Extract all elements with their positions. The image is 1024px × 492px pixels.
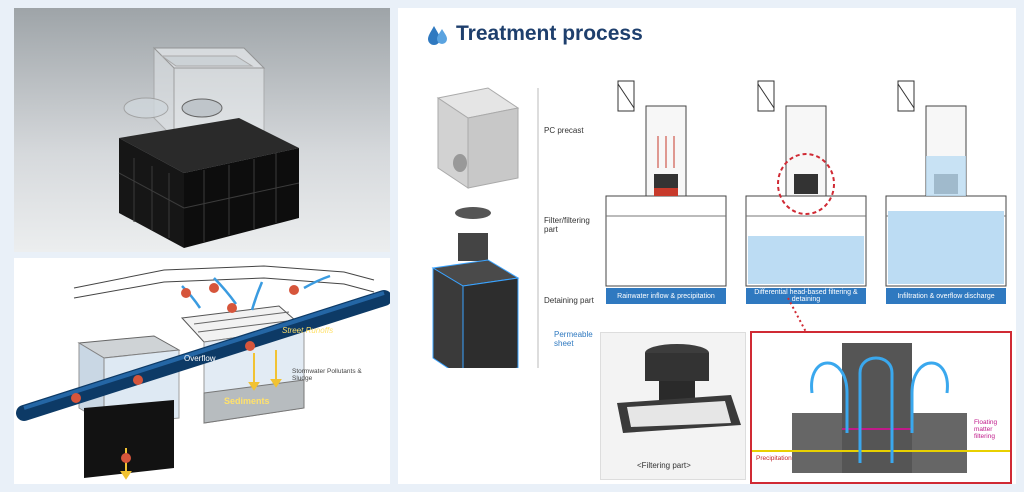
page-title: Treatment process xyxy=(456,22,643,45)
device-render-illustration xyxy=(118,46,300,248)
stage-bar-1: Rainwater inflow & precipitation xyxy=(606,288,726,304)
label-filter-part: Filter/filtering part xyxy=(544,216,590,235)
street-runoff-diagram: Street Runoffs Overflow Sediments Stormw… xyxy=(14,258,390,484)
sediments-label: Sediments xyxy=(224,396,270,406)
treatment-process-panel: Treatment process PC precast Filter/filt… xyxy=(398,8,1016,484)
label-detaining-part: Detaining part xyxy=(544,296,594,305)
overflow-label: Overflow xyxy=(184,354,216,363)
zoom-detail-box: Floating matter filtering Precipitation xyxy=(750,331,1012,484)
stage-label-3: Infiltration & overflow discharge xyxy=(897,292,995,300)
stage-label-2: Differential head-based filtering & deta… xyxy=(754,289,858,303)
filtering-part-photo: <Filtering part> xyxy=(600,332,746,480)
photo-caption: <Filtering part> xyxy=(637,461,691,470)
stage-cross-sections xyxy=(605,80,1007,287)
filtering-part-illustration xyxy=(617,344,741,433)
street-runoff-illustration xyxy=(16,265,390,480)
pollutants-label: Stormwater Pollutants & Sludge xyxy=(292,368,362,383)
label-permeable-sheet: Permeable sheet xyxy=(554,330,593,349)
zoom-connector-line xyxy=(787,297,807,333)
stage-bar-2: Differential head-based filtering & deta… xyxy=(746,288,866,304)
zoom-label-floating: Floating matter filtering xyxy=(974,419,998,441)
water-drop-icon xyxy=(428,26,447,45)
zoom-detail-illustration xyxy=(752,343,1010,473)
street-runoffs-label: Street Runoffs xyxy=(282,326,334,335)
label-pc-precast: PC precast xyxy=(544,126,584,135)
zoom-label-precipitation: Precipitation xyxy=(756,455,792,462)
stage-label-1: Rainwater inflow & precipitation xyxy=(617,292,715,300)
device-render-image xyxy=(14,8,390,252)
exploded-parts-illustration xyxy=(431,87,539,368)
stage-bar-3: Infiltration & overflow discharge xyxy=(886,288,1006,304)
